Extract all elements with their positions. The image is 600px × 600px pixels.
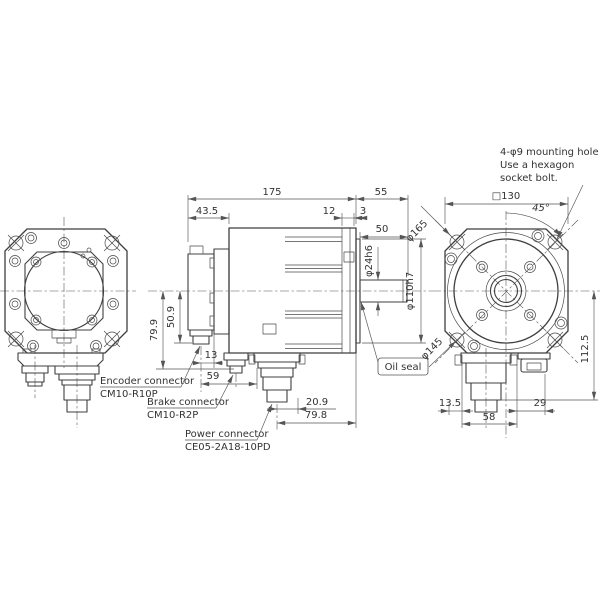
front-view (432, 211, 600, 438)
pilot-circle (453, 238, 559, 344)
rear-bearing-circle (23, 250, 105, 332)
callout-labels: Oil seal Encoder connector CM10-R10P Bra… (100, 301, 429, 453)
dim-shaft-diameter: φ24h6 (364, 245, 375, 277)
dim-seal-cover-width: 3 (360, 206, 366, 217)
note-line-3: socket bolt. (500, 173, 558, 184)
encoder-connector-label: Encoder connector (100, 376, 195, 387)
dim-connector-width: 58 (483, 412, 496, 423)
front-face-circle (447, 232, 565, 350)
rear-corner-holes (7, 234, 121, 348)
dim-encoder-section: 43.5 (196, 206, 218, 217)
dim-connector-depth-inner: 50.9 (166, 306, 177, 328)
brake-connector-model: CM10-R2P (147, 410, 198, 421)
note-line-2: Use a hexagon (500, 160, 574, 171)
dim-shaft-section: 55 (375, 187, 388, 198)
note-mounting-hole: 4-φ9 mounting hole Use a hexagon socket … (500, 147, 599, 240)
dim-connector-right-offset: 29 (534, 398, 547, 409)
brake-connector-side (223, 352, 249, 374)
shaft (359, 279, 408, 303)
dim-connector-left-offset: 13.5 (439, 398, 461, 409)
oil-seal-label: Oil seal (385, 362, 422, 373)
front-plug-screws (444, 229, 568, 353)
front-corner-holes (448, 233, 564, 349)
side-view (148, 227, 432, 430)
oil-seal-box (377, 357, 429, 376)
dim-connector-depth-outer: 79.9 (149, 319, 160, 341)
dim-total-length: 175 (262, 187, 281, 198)
note-line-1: 4-φ9 mounting hole (500, 147, 599, 158)
rear-view (0, 217, 136, 428)
front-connectors (454, 348, 551, 430)
dim-pilot-diameter: φ110h7 (405, 272, 416, 310)
eyebolt-boss (343, 251, 355, 263)
shaft-bore-circle (493, 278, 519, 304)
front-view-dimensions: □130 45° φ165 φ145 112.5 13.5 29 58 4-φ9… (404, 147, 599, 428)
rear-connectors (17, 348, 104, 413)
rear-cover-screws (30, 256, 98, 326)
power-connector-model: CE05-2A18-10PD (185, 442, 271, 453)
rear-face-screws (9, 232, 119, 352)
side-view-dimensions: 175 55 43.5 12 3 50 φ24h6 φ110h7 79.9 (149, 187, 426, 428)
dim-mounting-hole-angle: 45° (532, 203, 550, 214)
shaft-circle (489, 274, 523, 308)
dim-flange-square: □130 (492, 191, 521, 202)
brake-connector-label: Brake connector (147, 397, 230, 408)
dim-power-connector-offset: 20.9 (306, 397, 328, 408)
dim-connector-pitch: 59 (207, 371, 220, 382)
cooling-fins (285, 236, 342, 349)
encoder-connector-model: CM10-R10P (100, 389, 158, 400)
power-connector-side (248, 352, 306, 403)
dim-shaft-length: 50 (376, 224, 389, 235)
dim-flange-width: 12 (323, 206, 336, 217)
dim-connector-offset: 13 (205, 350, 218, 361)
dim-center-to-bottom: 112.5 (580, 335, 591, 364)
dim-power-connector-to-flange: 79.8 (305, 410, 327, 421)
encoder-connector-side (189, 329, 213, 345)
body-boss (262, 323, 277, 335)
front-face-screws (476, 261, 536, 321)
power-connector-label: Power connector (185, 429, 269, 440)
